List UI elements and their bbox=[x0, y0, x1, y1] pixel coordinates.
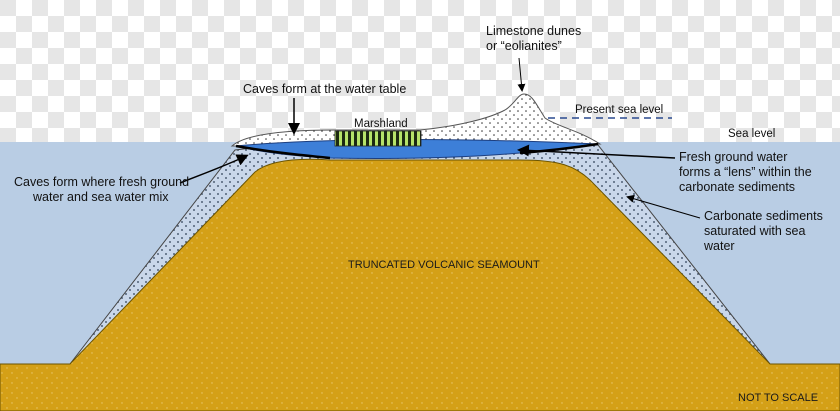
label-carbonate-1: Carbonate sediments bbox=[704, 209, 823, 223]
label-seamount: TRUNCATED VOLCANIC SEAMOUNT bbox=[348, 259, 540, 271]
sky-background bbox=[0, 0, 840, 142]
lens-boundary-right bbox=[519, 142, 599, 155]
label-caves-water-table: Caves form at the water table bbox=[243, 82, 406, 96]
marshland-strip bbox=[334, 130, 422, 147]
arrow-fresh-lens bbox=[517, 144, 676, 159]
label-limestone-dunes-2: or “eolianites” bbox=[486, 39, 562, 53]
label-fresh-lens-1: Fresh ground water bbox=[679, 150, 787, 164]
lens-boundary-left bbox=[235, 144, 331, 160]
label-caves-mix-1: Caves form where fresh ground bbox=[14, 175, 189, 189]
label-sea-level: Sea level bbox=[728, 128, 775, 140]
limestone-dunes bbox=[230, 93, 602, 147]
arrow-carbonate bbox=[626, 194, 701, 219]
label-fresh-lens-2: forms a “lens” within the bbox=[679, 165, 812, 179]
arrow-caves-mix bbox=[179, 154, 249, 184]
label-not-to-scale: NOT TO SCALE bbox=[738, 392, 818, 404]
label-present-sea-level: Present sea level bbox=[575, 104, 663, 116]
volcanic-seamount bbox=[0, 158, 840, 411]
label-limestone-dunes-1: Limestone dunes bbox=[486, 24, 581, 38]
label-carbonate-2: saturated with sea bbox=[704, 224, 805, 238]
label-fresh-lens-3: carbonate sediments bbox=[679, 180, 795, 194]
label-caves-mix-2: water and sea water mix bbox=[32, 190, 169, 204]
label-carbonate-3: water bbox=[703, 239, 735, 253]
arrow-dunes bbox=[517, 57, 526, 92]
label-marshland: Marshland bbox=[354, 118, 408, 130]
